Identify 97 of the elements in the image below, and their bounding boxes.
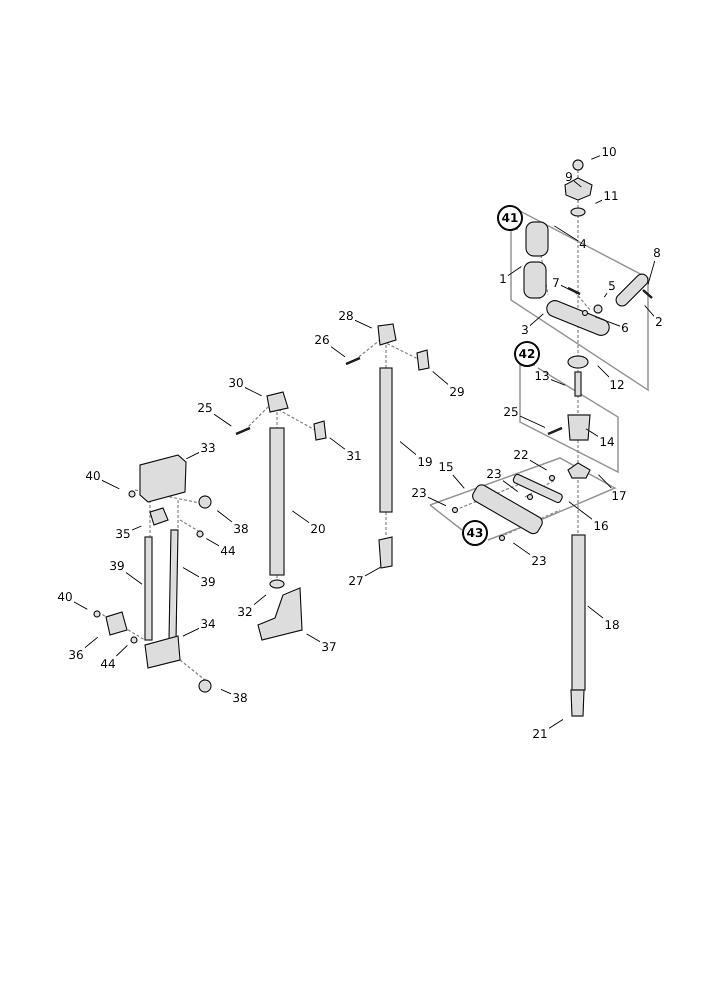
callout-number: 32	[237, 605, 253, 619]
callout-number: 25	[197, 401, 213, 415]
callout-number: 30	[228, 376, 244, 390]
callout-number: 14	[599, 435, 615, 449]
leader-line	[306, 633, 320, 642]
leader-line	[590, 155, 600, 160]
leader-line	[530, 313, 544, 326]
callout-number: 6	[621, 321, 629, 335]
callout-number: 12	[609, 378, 625, 392]
callout-number: 9	[565, 170, 573, 184]
leader-line	[126, 572, 142, 585]
leader-line	[550, 379, 566, 386]
callout-number: 3	[521, 323, 529, 337]
leader-line	[182, 567, 200, 578]
callout-number: 15	[438, 460, 454, 474]
leader-line	[244, 387, 262, 396]
leader-line	[220, 688, 232, 694]
leader-line	[132, 526, 142, 531]
callout-number: 18	[604, 618, 620, 632]
callout-number: 10	[601, 145, 617, 159]
leader-line	[216, 510, 232, 523]
leader-line	[452, 474, 465, 489]
leader-line	[428, 496, 446, 506]
leader-line	[644, 304, 654, 317]
leader-line	[364, 566, 381, 576]
callout-number: 37	[321, 640, 337, 654]
leader-line	[206, 538, 220, 546]
callout-number: 35	[115, 527, 131, 541]
callout-number: 39	[109, 559, 125, 573]
callout-number: 40	[57, 590, 73, 604]
leader-line	[604, 292, 608, 298]
callout-number: 44	[100, 657, 116, 671]
leader-line	[508, 266, 522, 276]
leader-line	[598, 474, 612, 488]
callout-number: 11	[603, 189, 619, 203]
callout-number: 23	[531, 554, 547, 568]
callout-number: 27	[348, 574, 364, 588]
callout-number: 34	[200, 617, 216, 631]
assembly-number: 42	[514, 341, 540, 367]
leader-line	[594, 200, 602, 204]
callout-number: 33	[200, 441, 216, 455]
leader-line	[432, 370, 448, 385]
leader-line	[330, 346, 346, 358]
callout-number: 2	[655, 315, 663, 329]
leader-line	[597, 365, 610, 378]
callout-number: 36	[68, 648, 84, 662]
leader-line	[587, 606, 604, 618]
callout-number: 20	[310, 522, 326, 536]
callout-number: 16	[593, 519, 609, 533]
callout-number: 38	[233, 522, 249, 536]
callout-number: 40	[85, 469, 101, 483]
callout-number: 5	[608, 279, 616, 293]
leader-line	[554, 225, 578, 242]
callout-number: 23	[486, 467, 502, 481]
callout-number: 26	[314, 333, 330, 347]
leader-line	[254, 594, 266, 606]
leader-line	[648, 260, 656, 285]
callout-number: 1	[499, 272, 507, 286]
callout-number: 13	[534, 369, 550, 383]
callout-number: 38	[232, 691, 248, 705]
callout-number: 22	[513, 448, 529, 462]
leader-line	[292, 510, 310, 524]
callout-number: 19	[417, 455, 433, 469]
leader-line	[329, 437, 346, 450]
leader-line	[520, 416, 546, 428]
callout-number: 17	[611, 489, 627, 503]
assembly-number: 41	[497, 205, 523, 231]
callout-number: 4	[579, 237, 587, 251]
callout-number: 25	[503, 405, 519, 419]
leader-line	[214, 414, 232, 427]
leader-line	[102, 480, 120, 490]
leader-line	[530, 460, 548, 471]
callout-number: 23	[411, 486, 427, 500]
callout-number: 31	[346, 449, 362, 463]
callout-number: 28	[338, 309, 354, 323]
callout-number: 29	[449, 385, 465, 399]
leader-line	[574, 180, 582, 188]
leader-line	[560, 284, 571, 290]
assembly-number: 43	[462, 520, 488, 546]
callout-number: 44	[220, 544, 236, 558]
leader-line	[354, 320, 372, 329]
leader-line	[502, 480, 518, 492]
callout-number: 21	[532, 727, 548, 741]
leader-line	[74, 601, 88, 610]
leader-line	[512, 542, 530, 556]
callout-number: 8	[653, 246, 661, 260]
leader-line	[548, 718, 564, 729]
leader-line	[186, 452, 200, 460]
callout-number: 7	[552, 276, 560, 290]
callout-number: 39	[200, 575, 216, 589]
leader-line	[116, 644, 128, 656]
leader-line	[84, 636, 98, 648]
leader-line	[594, 316, 620, 327]
leader-line	[400, 441, 416, 456]
leader-line	[182, 628, 200, 637]
leader-line	[568, 501, 592, 520]
leader-line	[586, 428, 598, 437]
